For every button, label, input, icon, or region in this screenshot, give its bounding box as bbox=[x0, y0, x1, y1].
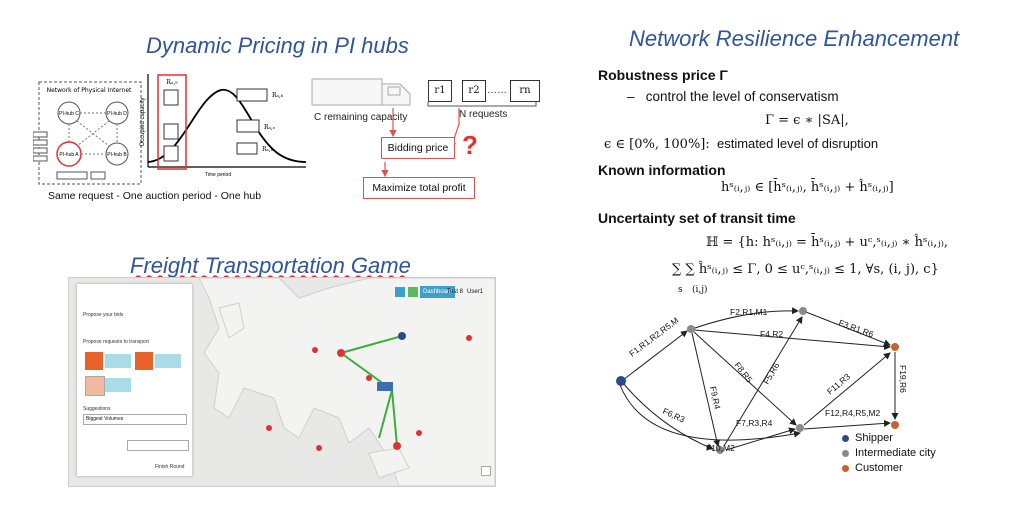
request-r2: r2 bbox=[462, 80, 486, 102]
toolbar-square-2[interactable] bbox=[408, 287, 418, 297]
uncertainty-heading: Uncertainty set of transit time bbox=[598, 210, 796, 226]
truck-icon bbox=[311, 78, 411, 106]
request-info-1 bbox=[105, 354, 131, 368]
r-top-label: Rₐ,₉ bbox=[166, 79, 178, 86]
panel-row-suggestions: Suggestions bbox=[83, 406, 111, 412]
r-label-3: Rₐ,ₕ bbox=[262, 146, 274, 153]
r-label-2: Rₐ,ₑ bbox=[264, 124, 276, 131]
dashboard-button[interactable]: Dashboard bbox=[420, 286, 456, 298]
known-heading: Known information bbox=[598, 162, 726, 178]
request-info-2 bbox=[155, 354, 181, 368]
epsilon-equation: ϵ ∈ [0%, 100%]: bbox=[604, 137, 710, 152]
sum-subscript-ij: (i,j) bbox=[692, 285, 708, 295]
panel-row-requests: Propose requests to transport bbox=[83, 339, 149, 345]
maximize-profit-box: Maximize total profit bbox=[363, 177, 475, 199]
pricing-caption: Same request - One auction period - One … bbox=[48, 190, 262, 202]
capacity-label: C remaining capacity bbox=[314, 112, 408, 123]
legend-shipper: Shipper bbox=[842, 431, 936, 446]
legend-intermediate: Intermediate city bbox=[842, 446, 936, 461]
epsilon-line: ϵ ∈ [0%, 100%]: estimated level of disru… bbox=[604, 136, 878, 152]
edge-label-f1: F1,R1,R2,R5,M bbox=[627, 315, 680, 359]
test-label: Test 8 bbox=[447, 289, 464, 295]
hub-d: PI-hub D bbox=[107, 111, 127, 117]
capacity-xlabel: Time period bbox=[205, 172, 231, 178]
robustness-item-text: control the level of conservatism bbox=[645, 89, 839, 104]
game-panel: Propose your bids Propose requests to tr… bbox=[77, 284, 192, 476]
request-r1: r1 bbox=[428, 80, 452, 102]
bidding-price-box: Bidding price bbox=[381, 137, 455, 159]
edge-label-f11: F11,R3 bbox=[825, 371, 853, 396]
robustness-equation: Γ = ϵ ∗ |SA|, bbox=[765, 113, 849, 128]
set-equation-1: ℍ = {h: hˢ₍ᵢ,ⱼ₎ = h̄ˢ₍ᵢ,ⱼ₎ + uᶜ,ˢ₍ᵢ,ⱼ₎ ∗… bbox=[706, 235, 949, 250]
edge-label-f7: F7,R3,R4 bbox=[736, 418, 773, 428]
edge-label-f12: F12,R4,R5,M2 bbox=[825, 408, 881, 418]
suggestion-select[interactable]: Biggest Volumes bbox=[83, 414, 187, 425]
edge-label-f10: F10,M2 bbox=[706, 443, 735, 453]
graph-legend: Shipper Intermediate city Customer bbox=[842, 431, 936, 476]
robustness-item: – control the level of conservatism bbox=[627, 89, 839, 104]
request-dots: …… bbox=[487, 85, 507, 96]
hub-a: PI-hub A bbox=[59, 152, 79, 158]
request-card-1[interactable] bbox=[85, 352, 103, 370]
legend-intermediate-label: Intermediate city bbox=[855, 447, 936, 459]
hub-b: PI-hub B bbox=[107, 152, 127, 158]
edge-label-f19: F19,R6 bbox=[898, 365, 908, 393]
network-resilience-title: Network Resilience Enhancement bbox=[629, 26, 960, 51]
panel-row-bids: Propose your bids bbox=[83, 312, 124, 318]
intermediate-dot bbox=[842, 449, 849, 457]
set-equation-2: ∑ ∑ ĥˢ₍ᵢ,ⱼ₎ ≤ Γ, 0 ≤ uᶜ,ˢ₍ᵢ,ⱼ₎ ≤ 1, ∀s, … bbox=[672, 262, 939, 277]
game-screenshot: Dashboard Test 8 User1 Propose your bids… bbox=[68, 277, 496, 487]
robustness-heading: Robustness price Γ bbox=[598, 67, 728, 83]
freight-game-title-text: Freight Transportation Game bbox=[130, 253, 411, 278]
edge-label-f2: F2,R1,M1 bbox=[730, 307, 768, 317]
capacity-chart: Occupied capacity Rₐ,₉ Rₐ,₆ Rₐ,ₑ Rₐ,ₕ Ti… bbox=[140, 74, 307, 178]
requests-brace bbox=[427, 102, 537, 107]
sum-subscript-s: s bbox=[678, 285, 683, 295]
legend-customer-label: Customer bbox=[855, 462, 903, 474]
edge-label-f3: F3,R1,R6 bbox=[837, 317, 875, 339]
price-input[interactable] bbox=[127, 440, 189, 451]
question-mark-icon: ? bbox=[462, 130, 478, 160]
hub-c: PI-hub C bbox=[59, 111, 79, 117]
pi-network-diagram: Network of Physical Internet PI-hub C PI… bbox=[33, 81, 142, 185]
edge-label-f5: F5,R6 bbox=[761, 361, 781, 386]
edge-label-f4: F4,R2 bbox=[760, 329, 783, 339]
shipper-dot bbox=[842, 434, 849, 442]
map-background bbox=[198, 278, 495, 486]
freight-game-title: Freight Transportation Game bbox=[130, 253, 411, 279]
capacity-ylabel: Occupied capacity bbox=[140, 97, 146, 146]
request-info-3 bbox=[105, 378, 131, 392]
edge-label-f9: F9,R4 bbox=[708, 385, 723, 410]
dynamic-pricing-title: Dynamic Pricing in PI hubs bbox=[146, 33, 409, 58]
legend-customer: Customer bbox=[842, 461, 936, 476]
transit-network-graph: F1,R1,R2,R5,M F2,R1,M1 F3,R1,R6 F4,R2 F5… bbox=[616, 307, 908, 454]
known-equation: hˢ₍ᵢ,ⱼ₎ ∈ [h̄ˢ₍ᵢ,ⱼ₎, h̄ˢ₍ᵢ,ⱼ₎ + ĥˢ₍ᵢ,ⱼ₎] bbox=[721, 180, 894, 195]
network-title: Network of Physical Internet bbox=[47, 87, 132, 94]
legend-shipper-label: Shipper bbox=[855, 432, 893, 444]
request-card-2[interactable] bbox=[135, 352, 153, 370]
epsilon-text: estimated level of disruption bbox=[716, 136, 879, 151]
finish-round-button[interactable]: Finish Round bbox=[155, 464, 185, 470]
toolbar-square-1[interactable] bbox=[395, 287, 405, 297]
zoom-button[interactable] bbox=[481, 466, 491, 476]
r-label-1: Rₐ,₆ bbox=[272, 92, 284, 99]
edge-label-f8: F8,R5 bbox=[732, 360, 754, 385]
request-rn: rn bbox=[510, 80, 540, 102]
user-label[interactable]: User1 bbox=[467, 289, 484, 295]
customer-dot bbox=[842, 464, 849, 472]
n-requests-label: N requests bbox=[459, 109, 508, 120]
request-card-3[interactable] bbox=[85, 376, 105, 396]
